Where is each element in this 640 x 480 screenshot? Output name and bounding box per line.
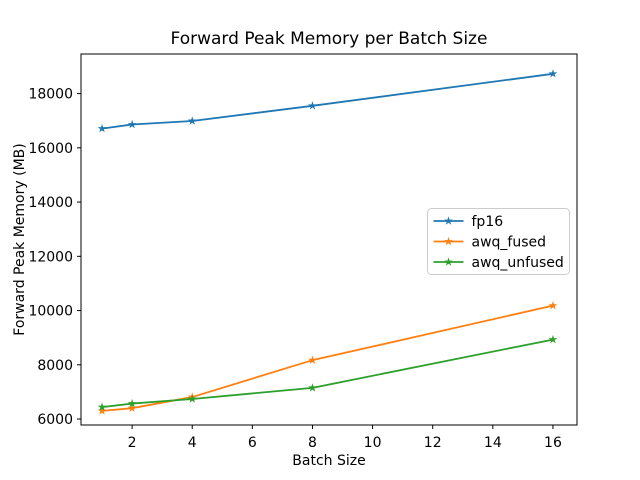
- legend-box: [427, 208, 570, 275]
- y-axis-label: Forward Peak Memory (MB): [12, 143, 28, 335]
- data-point-awq_fused: [548, 301, 558, 310]
- x-tick-label: 12: [424, 435, 442, 451]
- legend-label-awq_unfused: awq_unfused: [472, 255, 564, 271]
- y-tick-label: 14000: [28, 195, 73, 211]
- x-tick-label: 16: [544, 435, 562, 451]
- data-point-awq_unfused: [187, 394, 197, 403]
- legend-star-marker: [444, 236, 453, 246]
- data-point-fp16: [548, 69, 558, 78]
- legend-star-marker: [444, 257, 453, 266]
- y-tick-label: 18000: [28, 87, 73, 103]
- x-tick-label: 4: [188, 435, 197, 451]
- y-tick-label: 12000: [28, 249, 73, 265]
- data-point-fp16: [308, 101, 317, 110]
- data-point-fp16: [187, 116, 197, 125]
- legend-label-fp16: fp16: [472, 214, 504, 230]
- chart-title: Forward Peak Memory per Batch Size: [171, 29, 488, 49]
- x-axis-label: Batch Size: [292, 453, 365, 469]
- x-tick-label: 2: [128, 435, 137, 451]
- data-point-fp16: [127, 119, 137, 129]
- x-tick-label: 10: [364, 435, 382, 451]
- y-tick-label: 8000: [37, 358, 73, 374]
- y-tick-label: 10000: [28, 304, 73, 320]
- data-point-awq_fused: [308, 355, 317, 364]
- legend-star-marker: [444, 216, 453, 225]
- x-tick-label: 8: [308, 435, 317, 451]
- data-point-awq_unfused: [548, 334, 558, 344]
- y-tick-label: 16000: [28, 141, 73, 157]
- data-point-awq_unfused: [127, 398, 137, 408]
- data-point-awq_unfused: [97, 402, 107, 411]
- data-point-awq_fused: [127, 403, 137, 412]
- data-point-awq_fused: [97, 406, 107, 415]
- y-tick-label: 6000: [37, 412, 73, 428]
- data-point-awq_unfused: [308, 383, 317, 392]
- x-tick-label: 14: [484, 435, 502, 451]
- chart-generated-content: 2 4 6 8 10 12 14 16 6000 8000 10000 12000 14000 16000…: [28, 53, 578, 451]
- x-tick-label: 6: [248, 435, 257, 451]
- data-point-fp16: [97, 123, 107, 133]
- legend-label-awq_fused: awq_fused: [472, 235, 547, 251]
